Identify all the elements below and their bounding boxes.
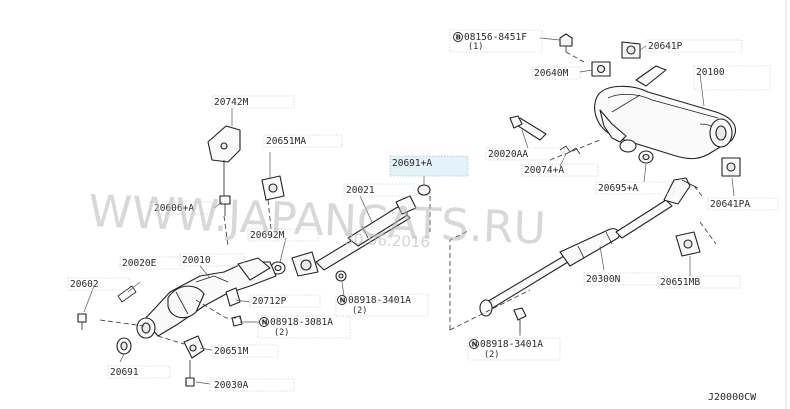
callout-08156-8451f[interactable]: 08156-8451F <box>464 32 527 43</box>
nut-08918-top <box>335 270 347 282</box>
catalyst-converter <box>136 257 277 339</box>
callout-box <box>263 134 343 148</box>
callout-box <box>645 39 743 53</box>
front-tube <box>291 195 417 277</box>
nut-symbol-letter: N <box>262 319 268 327</box>
callout-box <box>67 277 131 291</box>
muffler-assembly <box>594 65 736 160</box>
center-tube <box>479 177 699 317</box>
callout-box <box>211 344 279 358</box>
callout-box <box>467 337 561 361</box>
callout-box <box>657 275 741 289</box>
callout-qty: (2) <box>484 350 499 360</box>
callout-box <box>693 65 771 91</box>
nut-symbol-icon <box>259 317 269 327</box>
watermark-date: 30.06.2016 <box>344 230 431 251</box>
callout-20606a[interactable]: 20606+A <box>154 203 194 214</box>
hanger-rubber-top <box>621 41 641 59</box>
hanger-20651m <box>183 335 205 359</box>
gasket-20695a <box>638 150 654 164</box>
callout-box <box>449 29 543 53</box>
callout-box-highlight <box>389 155 469 177</box>
nut-symbol-icon <box>337 295 347 305</box>
callout-qty: (1) <box>468 42 483 52</box>
callout-qty: (2) <box>274 328 289 338</box>
gasket-20691a <box>417 184 431 196</box>
callout-qty: (2) <box>352 306 367 316</box>
callout-20010[interactable]: 20010 <box>182 255 211 266</box>
bolt-symbol-icon <box>453 32 463 42</box>
callout-20691a[interactable]: 20691+A <box>392 158 432 169</box>
callout-box <box>583 272 665 286</box>
nut-bottom <box>513 307 527 334</box>
bolt-symbol-letter: B <box>456 34 461 42</box>
bolt-20606a <box>219 195 231 216</box>
callout-box <box>211 95 295 109</box>
callout-20300n[interactable]: 20300N <box>586 274 621 285</box>
callout-box <box>119 256 185 270</box>
callout-box <box>247 228 319 242</box>
assembly-lines <box>99 51 717 345</box>
bracket-20742m <box>207 125 241 196</box>
bracket-20712p <box>225 287 243 327</box>
callout-20651ma[interactable]: 20651MA <box>266 136 306 147</box>
gasket-20692m <box>270 261 286 275</box>
bolt-20602 <box>77 313 87 330</box>
gasket-20691 <box>116 337 132 355</box>
callout-box <box>343 183 415 197</box>
callout-box <box>485 147 565 161</box>
callout-20020e[interactable]: 20020E <box>122 258 157 269</box>
callout-box <box>179 253 245 267</box>
callout-20020aa[interactable]: 20020AA <box>488 149 528 160</box>
callout-box <box>249 294 321 308</box>
callout-20651m[interactable]: 20651M <box>214 346 249 357</box>
hanger-20651ma <box>261 175 285 201</box>
nut-symbol-letter: N <box>340 297 346 305</box>
callout-08918-3081a[interactable]: 08918-3081A <box>270 317 333 328</box>
bolt-08156 <box>559 33 573 52</box>
callout-20030a[interactable]: 20030A <box>214 380 249 391</box>
callout-20692m[interactable]: 20692M <box>250 230 285 241</box>
callout-box <box>335 293 429 317</box>
callout-box <box>107 365 171 379</box>
callout-20691[interactable]: 20691 <box>110 367 139 378</box>
callout-box <box>521 163 599 177</box>
spring-20074a <box>559 145 581 155</box>
callout-box <box>595 181 675 195</box>
nut-symbol-icon <box>469 339 479 349</box>
bolt-20020aa <box>509 115 547 141</box>
nut-symbol-letter: N <box>472 341 478 349</box>
callout-20021[interactable]: 20021 <box>346 185 375 196</box>
callout-08918-3401a-bottom[interactable]: 08918-3401A <box>480 339 543 350</box>
leader-lines <box>83 37 735 385</box>
callout-20641p[interactable]: 20641P <box>648 41 683 52</box>
callout-box <box>149 201 213 215</box>
diagram-code: J20000CW <box>708 392 757 403</box>
callout-20695a[interactable]: 20695+A <box>598 183 638 194</box>
heat-shield-20020e <box>117 285 137 303</box>
bolt-20030a <box>185 360 195 387</box>
callout-20641pa[interactable]: 20641PA <box>710 199 750 210</box>
hanger-20651mb <box>675 231 701 257</box>
hanger-rubber-641pa <box>721 157 741 177</box>
callout-20651mb[interactable]: 20651MB <box>660 277 700 288</box>
callout-20712p[interactable]: 20712P <box>252 296 287 307</box>
watermark-site: WWW.JAPANCATS.RU <box>88 186 547 255</box>
hanger-rubber-640m <box>591 61 611 77</box>
callout-20640m[interactable]: 20640M <box>534 68 569 79</box>
callout-20602[interactable]: 20602 <box>70 279 99 290</box>
callout-box <box>257 315 351 339</box>
callout-20100[interactable]: 20100 <box>696 67 725 78</box>
callout-box <box>707 197 779 211</box>
callout-box <box>209 378 295 392</box>
clamp-muffler <box>619 139 637 153</box>
callout-20074a[interactable]: 20074+A <box>524 165 564 176</box>
callout-08918-3401a-top[interactable]: 08918-3401A <box>348 295 411 306</box>
callout-20742m[interactable]: 20742M <box>214 97 249 108</box>
callout-box <box>531 66 581 80</box>
